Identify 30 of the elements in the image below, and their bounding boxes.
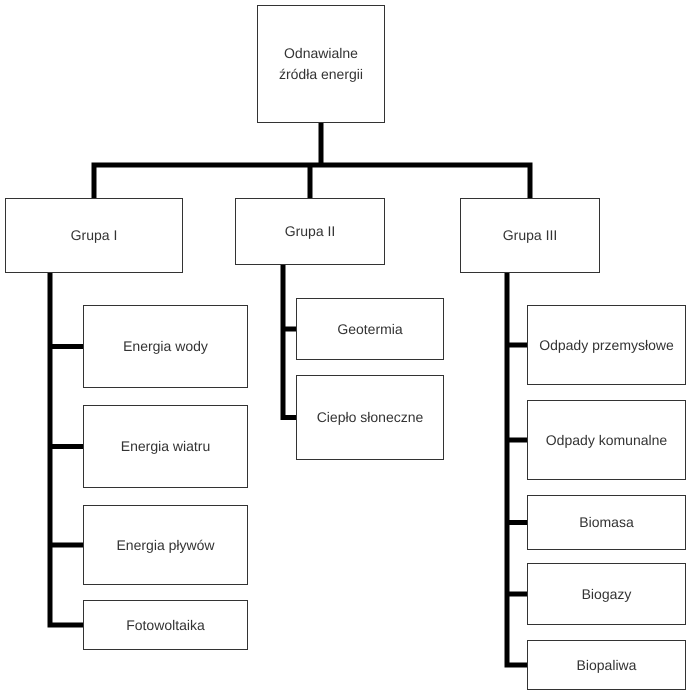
box-label: Grupa I — [70, 226, 118, 245]
category-box — [296, 298, 444, 360]
category-box — [527, 563, 686, 625]
category-box — [83, 405, 248, 488]
category-box — [83, 600, 248, 650]
box-label: Grupa III — [502, 226, 558, 245]
box-label: Grupa II — [284, 222, 336, 241]
box-label: Energia wody — [123, 337, 208, 356]
box-label: Odpady przemysłowe — [539, 336, 674, 355]
category-box — [83, 505, 248, 585]
category-box — [527, 305, 686, 385]
category-box — [257, 5, 385, 123]
box-label: Energia pływów — [116, 536, 215, 555]
category-box — [527, 495, 686, 550]
box-label: Odpady komunalne — [546, 430, 668, 450]
category-box — [296, 375, 444, 460]
box-label: Fotowoltaika — [126, 616, 205, 634]
box-label: Odnawialne źródła energii — [278, 44, 364, 84]
box-label: Biomasa — [579, 513, 634, 532]
category-box — [527, 400, 686, 480]
box-label: Geotermia — [337, 320, 403, 338]
box-label: Ciepło słoneczne — [316, 408, 424, 427]
category-box — [5, 198, 183, 273]
box-label: Energia wiatru — [120, 437, 210, 456]
box-label: Biopaliwa — [576, 656, 636, 675]
category-box — [83, 305, 248, 388]
category-box — [460, 198, 600, 273]
box-label: Biogazy — [582, 584, 632, 604]
category-box — [235, 198, 385, 265]
category-box — [527, 640, 686, 690]
